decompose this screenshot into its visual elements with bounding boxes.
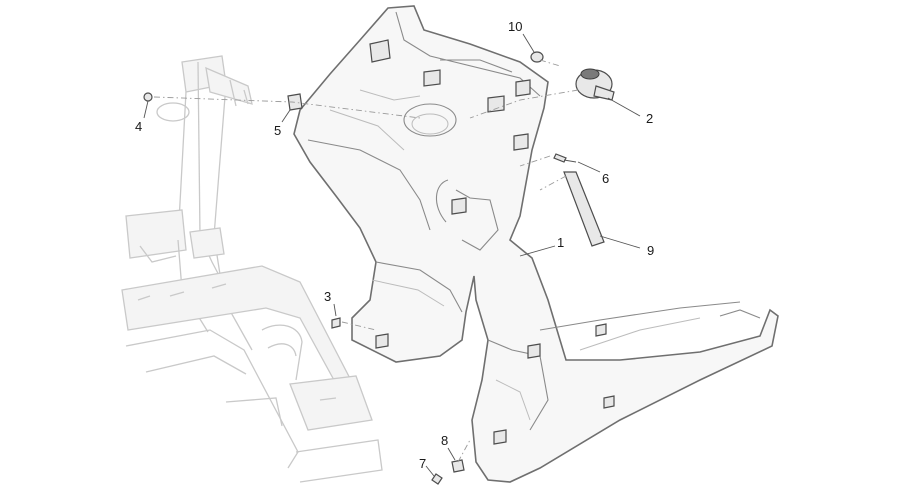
part-9-strip (563, 171, 605, 247)
part-10-plug (530, 51, 544, 63)
part-7-screw (431, 473, 443, 485)
part-5-clip (287, 93, 303, 111)
callout-4: 4 (135, 119, 142, 134)
callout-3: 3 (324, 289, 331, 304)
callout-8: 8 (441, 433, 448, 448)
callout-1: 1 (557, 235, 564, 250)
callout-7: 7 (419, 456, 426, 471)
scooter-frame (121, 55, 383, 483)
part-6-screw (553, 153, 577, 163)
callout-labels: 1 2 3 4 5 6 7 8 9 10 (135, 19, 654, 471)
callout-6: 6 (602, 171, 609, 186)
callout-10: 10 (508, 19, 522, 34)
callout-5: 5 (274, 123, 281, 138)
callout-9: 9 (647, 243, 654, 258)
part-4-nut (143, 92, 153, 102)
part-3-screw (331, 317, 341, 329)
leg-shield-panel (293, 5, 779, 483)
part-2-cap (575, 68, 615, 101)
alignment-lines (153, 59, 579, 463)
leader-lines (143, 33, 641, 477)
callout-2: 2 (646, 111, 653, 126)
